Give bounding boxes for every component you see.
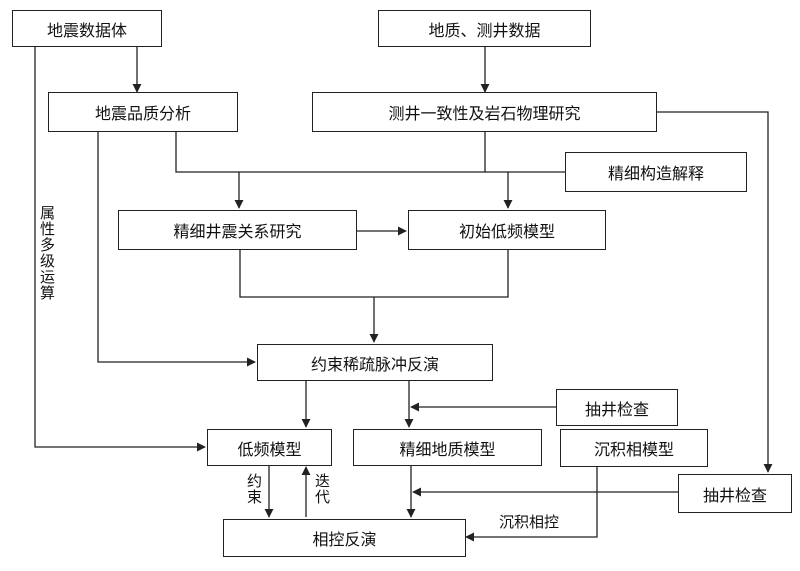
node-fine-structure: 精细构造解释 — [565, 152, 747, 192]
node-fine-geo-model: 精细地质模型 — [353, 429, 542, 466]
node-check-well-2: 抽井检查 — [678, 474, 792, 513]
label-multi-level-ops: 属性多级运算 — [38, 205, 56, 301]
node-check-well-2-label: 抽井检查 — [702, 485, 767, 505]
node-fine-structure-label: 精细构造解释 — [607, 164, 704, 183]
node-well-seismic: 精细井震关系研究 — [118, 210, 357, 250]
node-initial-low-freq: 初始低频模型 — [408, 210, 606, 250]
edge-well-to-check2 — [657, 111, 773, 473]
node-seismic-data: 地震数据体 — [12, 10, 162, 47]
node-initial-low-freq-label: 初始低频模型 — [458, 222, 555, 241]
node-well-consistency-label: 测井一致性及岩石物理研究 — [388, 104, 581, 123]
node-seismic-quality: 地震品质分析 — [48, 92, 238, 132]
edge-sedfacies-to-facies — [465, 467, 598, 542]
node-sed-facies-model: 沉积相模型 — [560, 429, 708, 467]
label-constraint: 约束 — [245, 473, 263, 505]
label-sed-facies-control: 沉积相控 — [499, 513, 560, 531]
edge-seismic-to-lowfreq — [34, 47, 206, 452]
node-check-well-1: 抽井检查 — [556, 389, 678, 426]
node-check-well-1-label: 抽井检查 — [584, 399, 649, 419]
node-seismic-quality-label: 地震品质分析 — [94, 104, 191, 123]
node-geo-well-data-label: 地质、测井数据 — [428, 20, 541, 40]
node-geo-well-data: 地质、测井数据 — [378, 10, 591, 47]
edge-quality-to-sparse — [97, 132, 256, 367]
edge-quality-merge — [175, 132, 485, 173]
node-sed-facies-model-label: 沉积相模型 — [593, 440, 674, 459]
node-seismic-data-label: 地震数据体 — [46, 20, 127, 40]
node-facies-inversion: 相控反演 — [223, 519, 466, 557]
label-iteration: 迭代 — [313, 473, 331, 505]
node-well-seismic-label: 精细井震关系研究 — [173, 222, 302, 241]
node-sparse-inversion: 约束稀疏脉冲反演 — [257, 344, 493, 381]
node-sparse-inversion-label: 约束稀疏脉冲反演 — [310, 354, 439, 374]
edge-well-merge — [484, 132, 565, 173]
node-well-consistency: 测井一致性及岩石物理研究 — [312, 92, 657, 132]
edge-wellseismic-down — [239, 250, 509, 298]
node-facies-inversion-label: 相控反演 — [312, 530, 377, 549]
node-low-freq-model: 低频模型 — [207, 429, 332, 466]
node-fine-geo-model-label: 精细地质模型 — [399, 439, 496, 459]
node-low-freq-model-label: 低频模型 — [237, 439, 302, 459]
